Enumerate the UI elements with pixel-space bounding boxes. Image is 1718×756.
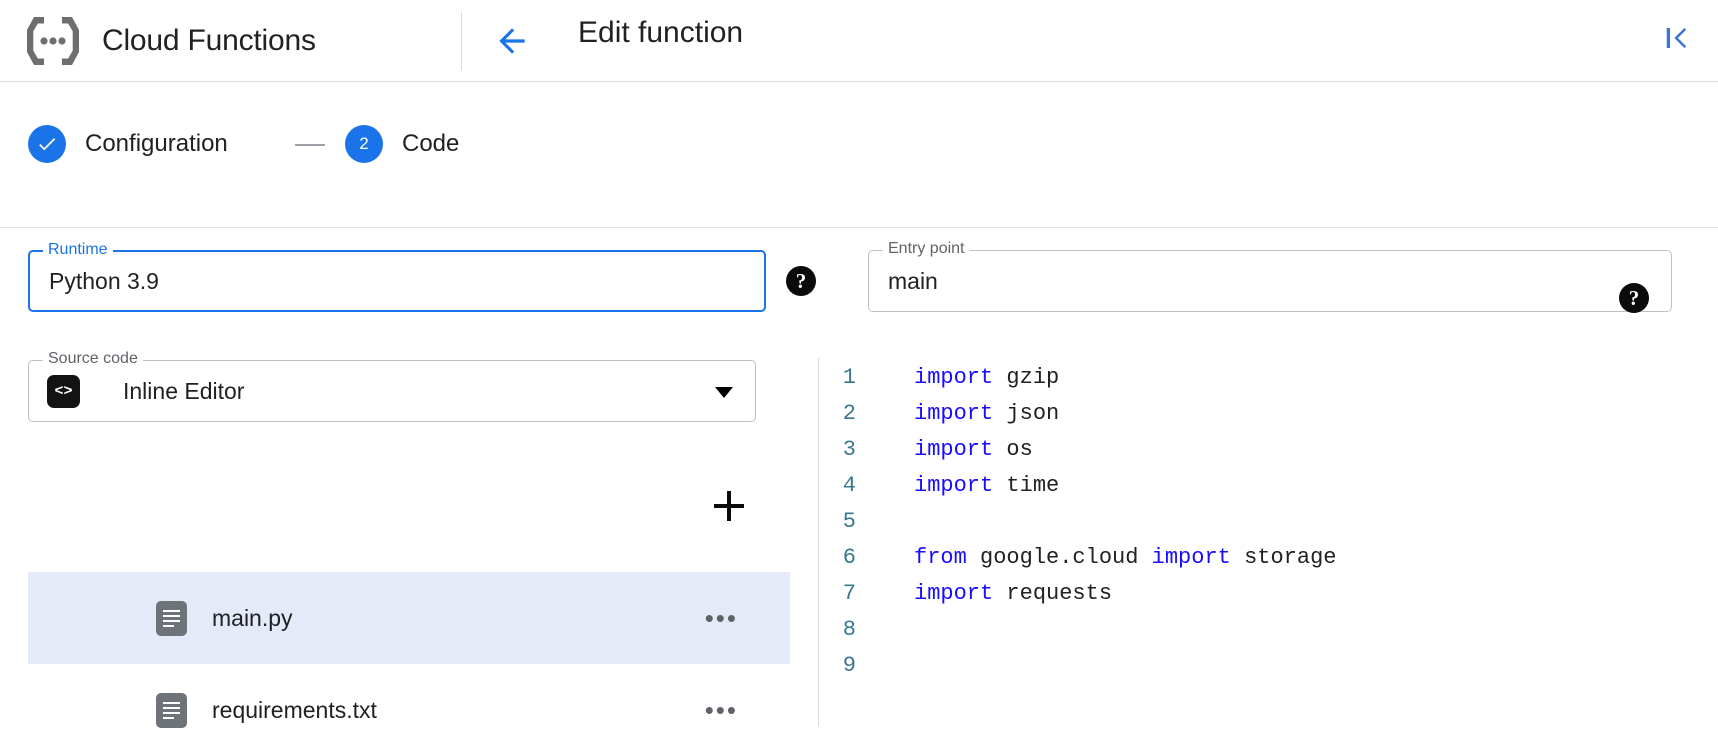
runtime-label: Runtime bbox=[43, 241, 113, 259]
step-2-circle: 2 bbox=[345, 125, 383, 163]
code-line: 2 import json bbox=[840, 396, 1700, 432]
line-number: 8 bbox=[842, 617, 856, 642]
add-file-icon[interactable] bbox=[707, 484, 751, 528]
more-options-icon[interactable]: ••• bbox=[704, 603, 738, 633]
stepper-connector bbox=[295, 144, 325, 146]
code-line: 9 bbox=[840, 648, 1700, 684]
code-editor[interactable]: 1 import gzip 2 import json 3 import os 4 impor… bbox=[840, 360, 1700, 726]
line-number: 6 bbox=[842, 545, 856, 570]
code-brackets-icon: <> bbox=[47, 375, 80, 408]
file-list: main.py ••• requirements.txt ••• bbox=[28, 572, 790, 756]
source-code-value: Inline Editor bbox=[123, 378, 245, 404]
line-number: 9 bbox=[842, 653, 856, 678]
runtime-help-icon[interactable]: ? bbox=[786, 266, 816, 296]
line-number: 2 bbox=[842, 401, 856, 426]
line-number: 1 bbox=[842, 365, 856, 390]
stepper-step-configuration[interactable]: Configuration bbox=[28, 125, 228, 163]
code-text: import requests bbox=[914, 581, 1113, 606]
code-text: import gzip bbox=[914, 365, 1060, 390]
entry-point-field[interactable]: Entry point main ? bbox=[868, 240, 1672, 313]
entry-point-help-icon[interactable]: ? bbox=[1619, 283, 1649, 313]
code-text: import time bbox=[914, 473, 1060, 498]
code-line: 5 bbox=[840, 504, 1700, 540]
file-name: requirements.txt bbox=[212, 696, 377, 723]
runtime-select[interactable]: Runtime Python 3.9 bbox=[28, 241, 766, 312]
source-code-label: Source code bbox=[43, 350, 143, 368]
code-line: 8 bbox=[840, 612, 1700, 648]
step-1-circle bbox=[28, 125, 66, 163]
file-name: main.py bbox=[212, 604, 293, 631]
source-code-select[interactable]: Source code <> Inline Editor bbox=[28, 350, 756, 422]
step-1-label: Configuration bbox=[85, 130, 228, 157]
code-text: import os bbox=[914, 437, 1033, 462]
header-divider bbox=[461, 12, 462, 70]
step-2-label: Code bbox=[402, 130, 460, 157]
line-number: 7 bbox=[842, 581, 856, 606]
file-document-icon bbox=[156, 600, 187, 636]
code-line: 7 import requests bbox=[840, 576, 1700, 612]
file-document-icon bbox=[156, 692, 187, 728]
line-number: 4 bbox=[842, 473, 856, 498]
brand: Cloud Functions bbox=[24, 8, 316, 74]
line-number: 5 bbox=[842, 509, 856, 534]
code-line: 3 import os bbox=[840, 432, 1700, 468]
arrow-left-icon[interactable] bbox=[489, 18, 535, 64]
panel-divider bbox=[818, 358, 819, 726]
runtime-value: Python 3.9 bbox=[49, 268, 159, 294]
entry-point-label: Entry point bbox=[883, 240, 970, 258]
line-number: 3 bbox=[842, 437, 856, 462]
file-list-item-main-py[interactable]: main.py ••• bbox=[28, 572, 790, 664]
code-line: 4 import time bbox=[840, 468, 1700, 504]
code-line: 6 from google.cloud import storage bbox=[840, 540, 1700, 576]
body-area: Runtime Python 3.9 ? Entry point main ? … bbox=[0, 228, 1718, 728]
code-text: from google.cloud import storage bbox=[914, 545, 1337, 570]
stepper: Configuration 2 Code bbox=[0, 83, 1718, 228]
code-text: import json bbox=[914, 401, 1060, 426]
plus-vertical bbox=[727, 491, 731, 521]
collapse-to-start-icon[interactable] bbox=[1656, 16, 1700, 60]
page-title: Edit function bbox=[578, 16, 744, 49]
brand-title: Cloud Functions bbox=[102, 24, 316, 57]
cloud-functions-logo-icon bbox=[24, 12, 82, 70]
chevron-down-icon[interactable] bbox=[715, 387, 733, 398]
stepper-step-code[interactable]: 2 Code bbox=[345, 125, 459, 163]
more-options-icon[interactable]: ••• bbox=[704, 695, 738, 725]
code-line: 1 import gzip bbox=[840, 360, 1700, 396]
file-list-item-requirements-txt[interactable]: requirements.txt ••• bbox=[28, 664, 790, 756]
entry-point-value: main bbox=[888, 268, 938, 294]
app-header: Cloud Functions Edit function bbox=[0, 0, 1718, 82]
